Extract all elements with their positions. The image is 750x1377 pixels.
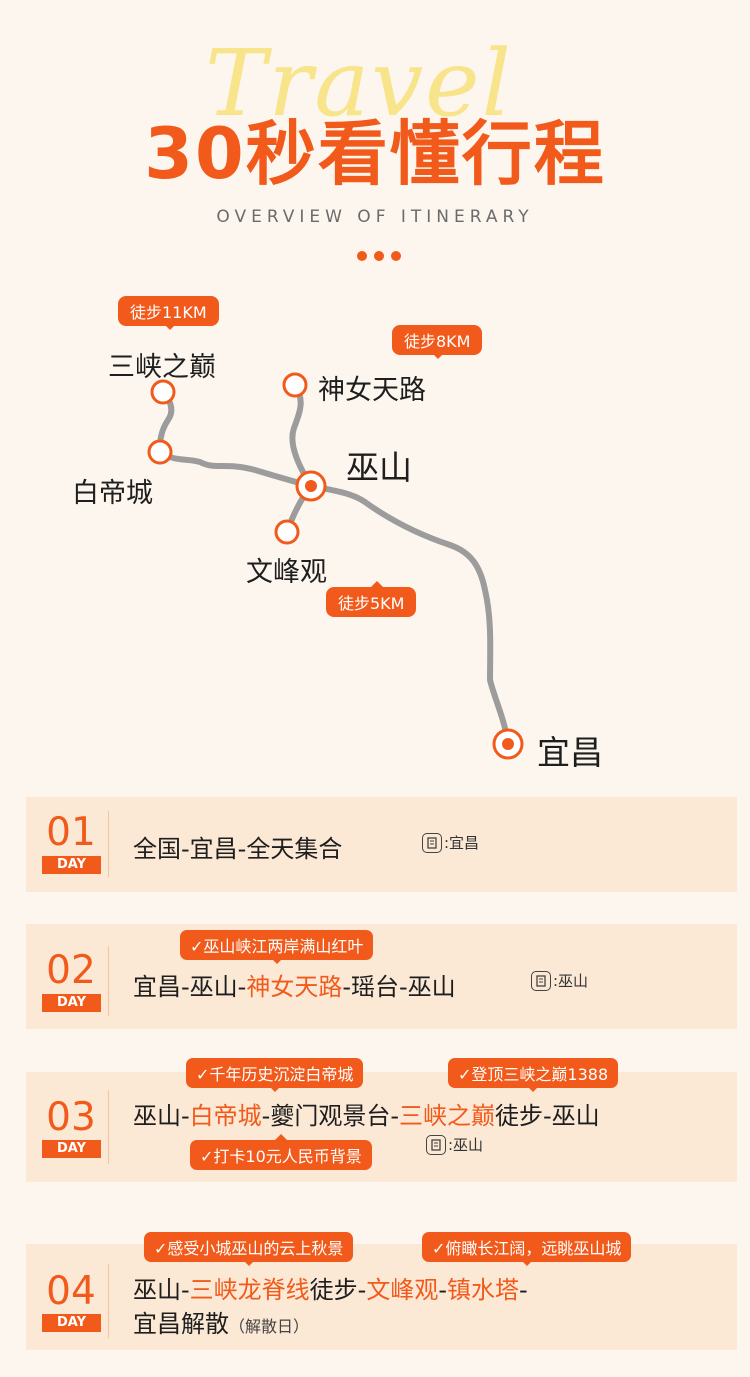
hotel-icon xyxy=(426,1134,446,1155)
day-route: 宜昌-巫山-神女天路-瑶台-巫山 xyxy=(133,973,456,1001)
branch-shennv-line xyxy=(289,382,314,489)
day-card-02: ✓巫山峡江两岸满山红叶 02 DAY 宜昌-巫山-神女天路-瑶台-巫山 :巫山 xyxy=(26,924,737,1029)
node-shennv xyxy=(282,372,308,398)
day-route: 巫山-三峡龙脊线徒步-文峰观-镇水塔- xyxy=(133,1276,528,1304)
day-label: DAY xyxy=(42,994,101,1012)
day-number: 04 xyxy=(46,1269,96,1314)
day-number: 03 xyxy=(46,1095,96,1140)
node-sanxia xyxy=(150,379,176,405)
highlight-tag: ✓打卡10元人民币背景 xyxy=(190,1134,372,1170)
route-map: 徒步11KM 徒步8KM 徒步5KM 三峡之巅 白帝城 神女天路 巫山 文峰观 … xyxy=(72,296,603,772)
bubble-hike-8km: 徒步8KM xyxy=(392,325,483,359)
day-card-03: ✓千年历史沉淀白帝城 ✓登顶三峡之巅1388 03 DAY 巫山-白帝城-夔门观… xyxy=(26,1058,737,1182)
place-sanxia: 三峡之巅 xyxy=(108,352,216,383)
node-baidi xyxy=(147,439,173,465)
travel-script-word: Travel xyxy=(205,30,514,137)
day-label: DAY xyxy=(42,856,101,874)
hotel-info: :宜昌 xyxy=(422,832,479,853)
hero-header: Travel 30秒看懂行程 OVERVIEW OF ITINERARY xyxy=(0,0,750,290)
day-number: 01 xyxy=(46,810,96,855)
place-wenfeng: 文峰观 xyxy=(246,557,327,588)
highlight-tag: ✓感受小城巫山的云上秋景 xyxy=(144,1232,354,1266)
decorative-dots xyxy=(357,251,401,261)
hotel-info: :巫山 xyxy=(426,1134,483,1155)
day-label: DAY xyxy=(42,1140,101,1158)
main-route-line xyxy=(157,449,511,747)
place-yichang: 宜昌 xyxy=(537,733,603,772)
day-route: 全国-宜昌-全天集合 xyxy=(133,835,343,863)
place-wushan: 巫山 xyxy=(346,448,412,487)
bubble-hike-11km: 徒步11KM xyxy=(118,296,219,330)
route-note: （解散日） xyxy=(229,1317,310,1336)
hotel-icon xyxy=(531,970,551,991)
day-card-04: ✓感受小城巫山的云上秋景 ✓俯瞰长江阔，远眺巫山城 04 DAY 巫山-三峡龙脊… xyxy=(26,1232,737,1350)
day-number: 02 xyxy=(46,948,96,993)
day-card-01: 01 DAY 全国-宜昌-全天集合 :宜昌 xyxy=(26,797,737,892)
route-lines xyxy=(147,372,524,760)
hotel-icon xyxy=(422,832,442,853)
highlight-tag: ✓俯瞰长江阔，远眺巫山城 xyxy=(422,1232,632,1266)
day-route-line2: 宜昌解散（解散日） xyxy=(133,1310,310,1338)
hotel-info: :巫山 xyxy=(531,970,588,991)
highlight-tag: ✓巫山峡江两岸满山红叶 xyxy=(180,930,374,964)
bubble-hike-5km: 徒步5KM xyxy=(326,581,417,617)
place-shennv: 神女天路 xyxy=(318,375,426,406)
page-title: 30秒看懂行程 xyxy=(144,113,606,195)
node-wenfeng xyxy=(274,519,300,545)
place-baidi: 白帝城 xyxy=(72,478,153,509)
highlight-tag: ✓千年历史沉淀白帝城 xyxy=(186,1058,364,1092)
day-label: DAY xyxy=(42,1314,101,1332)
highlight-tag: ✓登顶三峡之巅1388 xyxy=(448,1058,619,1092)
day-route: 巫山-白帝城-夔门观景台-三峡之巅徒步-巫山 xyxy=(133,1102,600,1130)
page-subtitle: OVERVIEW OF ITINERARY xyxy=(216,207,534,227)
